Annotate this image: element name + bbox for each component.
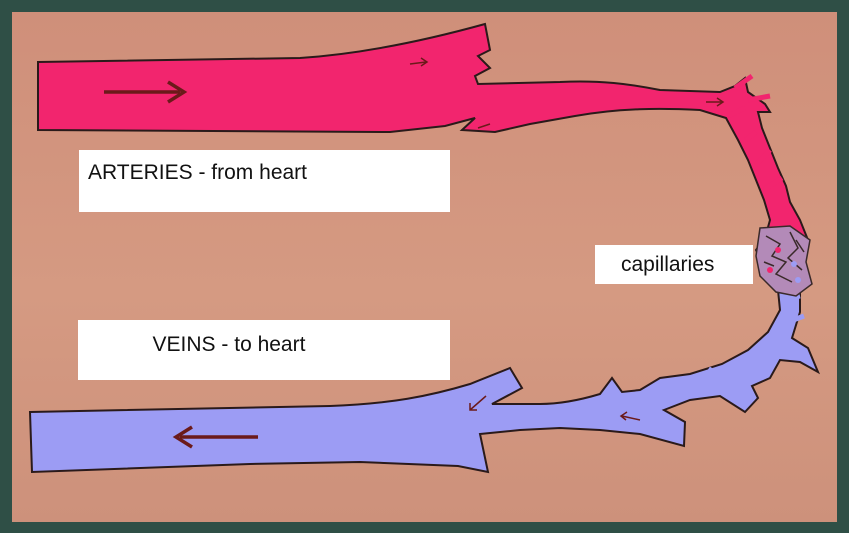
arteries-label: ARTERIES - from heart: [79, 150, 450, 212]
capillaries-label: capillaries: [595, 245, 753, 284]
veins-label: VEINS - to heart: [78, 320, 450, 380]
